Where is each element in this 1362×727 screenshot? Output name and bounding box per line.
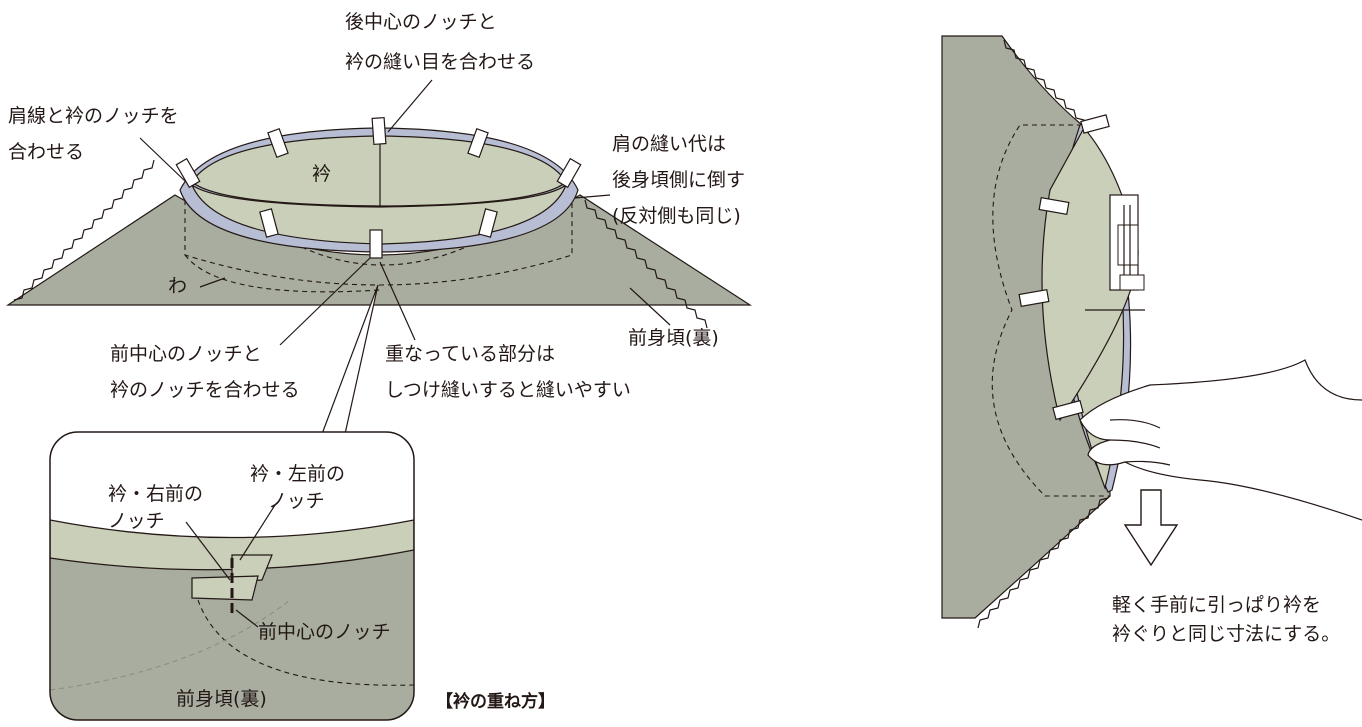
leader-shoulder-seam bbox=[574, 194, 611, 199]
label-front-center-2: 衿のノッチを合わせる bbox=[110, 379, 300, 401]
label-fold: わ bbox=[168, 275, 187, 297]
inset-pointer bbox=[321, 284, 379, 435]
detail-inset: 衿・右前の ノッチ 衿・左前の ノッチ 前中心のノッチ 前身頃(裏) 【衿の重ね… bbox=[49, 284, 555, 721]
label-overlap-2: しつけ縫いすると縫いやすい bbox=[385, 379, 631, 401]
inset-caption: 【衿の重ね方】 bbox=[436, 691, 555, 712]
leader-back-center bbox=[387, 79, 433, 133]
instruction-line-2: 衿ぐりと同じ寸法にする。 bbox=[1112, 623, 1340, 645]
label-front-center-1: 前中心のノッチと bbox=[110, 343, 262, 365]
inset-collar-band bbox=[50, 519, 414, 571]
inset-label-front-center-notch: 前中心のノッチ bbox=[258, 621, 391, 643]
leader-right-front-notch bbox=[185, 521, 231, 581]
clip-back-center bbox=[371, 116, 387, 146]
serged-edge-right bbox=[584, 199, 708, 329]
inset-left-front-tab bbox=[191, 575, 259, 601]
clip-back-right bbox=[467, 127, 489, 159]
leader-shoulder-notch bbox=[139, 137, 187, 183]
label-shoulder-notch-2: 合わせる bbox=[8, 141, 84, 163]
hand-finger-lines bbox=[1109, 419, 1171, 466]
right-figure: 軽く手前に引っぱり衿を 衿ぐりと同じ寸法にする。 bbox=[941, 35, 1362, 645]
right-dashed-neckline bbox=[991, 124, 1110, 497]
right-clip-3 bbox=[1018, 288, 1050, 308]
inset-body-fabric bbox=[50, 550, 414, 720]
neckline-dashed-guide bbox=[184, 200, 573, 286]
label-overlap-1: 重なっている部分は bbox=[385, 343, 555, 365]
clip-shoulder-left bbox=[175, 157, 201, 189]
leader-fold bbox=[199, 277, 226, 288]
right-clip-1 bbox=[1080, 114, 1110, 134]
inset-label-right-front-2: ノッチ bbox=[108, 510, 165, 532]
right-clip-2 bbox=[1038, 196, 1070, 216]
down-arrow-icon bbox=[1123, 489, 1179, 567]
left-figure: 後中心のノッチと 衿の縫い目を合わせる 肩線と衿のノッチを 合わせる 衿 肩の縫… bbox=[5, 11, 753, 401]
label-back-center-2: 衿の縫い目を合わせる bbox=[345, 51, 535, 73]
label-shoulder-seam-3: (反対側も同じ) bbox=[612, 205, 741, 227]
label-collar: 衿 bbox=[312, 163, 331, 185]
clip-front-center bbox=[369, 229, 383, 259]
right-clip-4 bbox=[1052, 399, 1084, 421]
leader-front-body bbox=[629, 287, 671, 326]
label-shoulder-seam-2: 後身頃側に倒す bbox=[612, 169, 745, 191]
clip-back-left bbox=[267, 127, 289, 159]
hand bbox=[1079, 359, 1362, 521]
inset-label-right-front-1: 衿・右前の bbox=[108, 483, 203, 505]
inset-dashed-dark bbox=[197, 599, 414, 686]
right-serged-top bbox=[1003, 39, 1087, 127]
inset-label-front-body: 前身頃(裏) bbox=[176, 688, 267, 710]
leader-overlap bbox=[379, 261, 416, 341]
clip-front-right bbox=[478, 208, 498, 238]
label-back-center-1: 後中心のノッチと bbox=[345, 11, 497, 33]
inset-dashed-gray bbox=[50, 599, 291, 691]
clip-front-left bbox=[259, 208, 279, 238]
inset-frame bbox=[49, 431, 415, 721]
presser-foot bbox=[1109, 194, 1145, 291]
label-shoulder-seam-1: 肩の縫い代は bbox=[612, 133, 726, 155]
leader-front-center bbox=[279, 257, 371, 346]
label-front-body: 前身頃(裏) bbox=[628, 327, 719, 349]
label-shoulder-notch-1: 肩線と衿のノッチを bbox=[8, 105, 179, 127]
inset-label-left-front-2: ノッチ bbox=[268, 490, 325, 512]
leader-front-center-notch bbox=[235, 609, 259, 628]
clip-shoulder-right bbox=[556, 157, 582, 189]
serged-edge-left bbox=[13, 159, 155, 301]
leader-left-front-notch bbox=[239, 504, 276, 561]
inset-label-left-front-1: 衿・左前の bbox=[250, 463, 345, 485]
right-serged-bottom bbox=[977, 497, 1109, 629]
instruction-line-1: 軽く手前に引っぱり衿を bbox=[1112, 594, 1321, 616]
fold-dashed-line bbox=[184, 254, 381, 293]
